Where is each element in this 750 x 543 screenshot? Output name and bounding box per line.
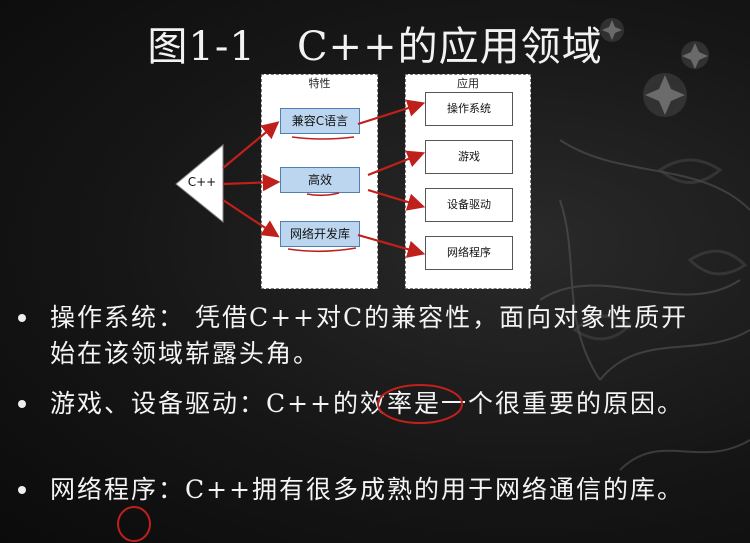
- cpp-source-label: C++: [187, 175, 217, 189]
- bullet-text: 网络程序：C++拥有很多成熟的用于网络通信的库。: [50, 475, 685, 504]
- arrow-cpp-to-compat: [222, 121, 280, 169]
- arrow-netlib-to-network: [357, 233, 426, 258]
- applications-panel-title: 应用: [457, 77, 479, 90]
- arrow-cpp-to-efficiency: [222, 173, 281, 192]
- features-panel: 特性 兼容C语言 高效 网络开发库: [261, 74, 378, 289]
- diagram-arrows: [222, 99, 426, 258]
- application-network-programs: 网络程序: [425, 236, 513, 270]
- features-panel-title: 特性: [308, 77, 331, 90]
- application-games: 游戏: [425, 140, 513, 174]
- feature-c-compatibility: 兼容C语言: [280, 108, 360, 134]
- arrow-compat-to-os: [357, 99, 426, 126]
- arrow-efficiency-to-games: [367, 150, 426, 177]
- application-operating-system: 操作系统: [425, 92, 513, 126]
- cpp-application-diagram: C++ 特性 兼容C语言 高效 网络开发库 应用 操作系统 游戏 设备驱动 网络…: [175, 74, 531, 289]
- underline-netlib: [287, 247, 357, 253]
- underline-efficiency: [306, 192, 340, 197]
- bullet-text: 操作系统： 凭借C++对C的兼容性，面向对象性质开始在该领域崭露头角。: [50, 303, 689, 368]
- bullet-dot: [18, 314, 26, 322]
- arrow-cpp-to-netlib: [222, 199, 280, 238]
- bullet-dot: [18, 400, 26, 408]
- arrow-efficiency-to-drivers: [367, 188, 426, 211]
- application-device-drivers: 设备驱动: [425, 188, 513, 222]
- applications-panel: 应用 操作系统 游戏 设备驱动 网络程序: [405, 74, 531, 289]
- feature-network-library: 网络开发库: [280, 221, 360, 247]
- underline-compat: [291, 136, 355, 140]
- bullet-dot: [18, 486, 26, 494]
- slide-title: 图1-1 C++的应用领域: [147, 24, 603, 70]
- bullet-text: 游戏、设备驱动：C++的效率是一个很重要的原因。: [50, 389, 685, 418]
- feature-efficiency: 高效: [280, 167, 360, 193]
